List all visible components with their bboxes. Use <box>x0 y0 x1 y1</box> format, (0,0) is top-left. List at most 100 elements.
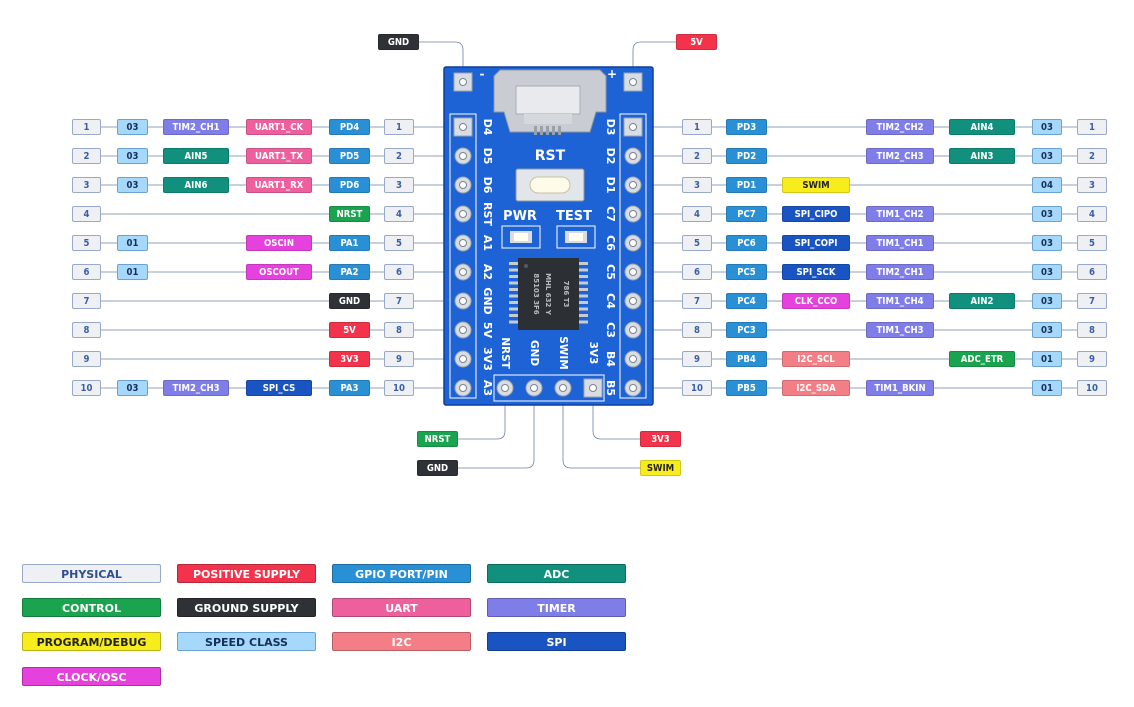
bottom-label-nrst: NRST <box>417 431 458 447</box>
legend-item-clock: CLOCK/OSC <box>22 667 161 686</box>
right-physical-number: 3 <box>1077 177 1107 193</box>
left-port-label: PA3 <box>329 380 370 396</box>
left-timer-label: TIM2_CH1 <box>163 119 229 135</box>
left-port-label: GND <box>329 293 370 309</box>
left-port-label: NRST <box>329 206 370 222</box>
bottom-pin-silk: 3V3 <box>587 342 599 365</box>
right-physical-number: 5 <box>1077 235 1107 251</box>
legend-item-spi: SPI <box>487 632 626 651</box>
left-physical-number: 6 <box>72 264 101 280</box>
left-header-pin-1-hole <box>459 123 467 131</box>
right-header-pin-9-hole <box>629 355 637 363</box>
right-timer-label: TIM1_CH1 <box>866 235 934 251</box>
right-function-label: I2C_SCL <box>782 351 850 367</box>
right-physical-number: 7 <box>1077 293 1107 309</box>
right-header-pin-5-hole <box>629 239 637 247</box>
left-pin-silk: D6 <box>481 177 494 194</box>
left-header-pin-3-hole <box>459 181 467 189</box>
left-pin-silk: A3 <box>481 380 494 396</box>
right-function-label: SWIM <box>782 177 850 193</box>
left-header-pin-7-hole <box>459 297 467 305</box>
right-port-label: PC6 <box>726 235 767 251</box>
left-port-label: PA1 <box>329 235 370 251</box>
usb-port-opening <box>515 85 581 115</box>
legend-item-adc: ADC <box>487 564 626 583</box>
left-pin-silk: D5 <box>481 148 494 165</box>
chip-marking: 786 T3 <box>562 281 570 308</box>
right-timer-label: TIM2_CH2 <box>866 119 934 135</box>
chip-dot <box>524 264 528 268</box>
left-physical-number: 7 <box>72 293 101 309</box>
right-port-label: PD1 <box>726 177 767 193</box>
left-timer-label: TIM2_CH3 <box>163 380 229 396</box>
left-physical-number: 4 <box>72 206 101 222</box>
right-pin-silk: C3 <box>604 322 617 338</box>
left-function-label: SPI_CS <box>246 380 312 396</box>
left-header-pin-5-hole <box>459 239 467 247</box>
left-timer-label: AIN6 <box>163 177 229 193</box>
chip-leg <box>509 301 519 304</box>
left-pin-silk: A1 <box>481 235 494 251</box>
left-function-label: UART1_TX <box>246 148 312 164</box>
left-pin-number: 3 <box>384 177 414 193</box>
right-speed-class: 03 <box>1032 322 1062 338</box>
right-header-pin-10-hole <box>629 384 637 392</box>
right-port-label: PD3 <box>726 119 767 135</box>
chip-leg <box>509 262 519 265</box>
right-speed-class: 03 <box>1032 119 1062 135</box>
right-pin-silk: C4 <box>604 293 617 309</box>
left-pin-number: 2 <box>384 148 414 164</box>
left-physical-number: 9 <box>72 351 101 367</box>
usb-pin <box>558 126 561 135</box>
right-pin-number: 8 <box>682 322 712 338</box>
bottom-pin-3-hole <box>559 384 567 392</box>
right-timer-label: TIM2_CH1 <box>866 264 934 280</box>
chip-leg <box>509 281 519 285</box>
left-physical-number: 3 <box>72 177 101 193</box>
right-adc-label: AIN2 <box>949 293 1015 309</box>
right-pin-silk: C6 <box>604 235 617 251</box>
chip-leg <box>578 268 588 272</box>
right-port-label: PB4 <box>726 351 767 367</box>
right-physical-number: 9 <box>1077 351 1107 367</box>
right-physical-number: 6 <box>1077 264 1107 280</box>
right-function-label: SPI_SCK <box>782 264 850 280</box>
chip-leg <box>578 320 588 324</box>
left-pin-number: 7 <box>384 293 414 309</box>
left-port-label: PD5 <box>329 148 370 164</box>
reset-button-cap <box>529 176 571 194</box>
right-header-pin-1-hole <box>629 123 637 131</box>
right-header-pin-6-hole <box>629 268 637 276</box>
left-pin-number: 10 <box>384 380 414 396</box>
usb-pin <box>540 126 543 135</box>
bottom-label-gnd: GND <box>417 460 458 476</box>
left-pin-silk: GND <box>481 287 494 314</box>
left-header-pin-10-hole <box>459 384 467 392</box>
right-speed-class: 03 <box>1032 293 1062 309</box>
bottom-3v3-wire <box>592 388 642 440</box>
usb-lip <box>524 114 572 124</box>
bottom-pin-silk: GND <box>528 340 540 366</box>
left-pin-number: 4 <box>384 206 414 222</box>
left-port-label: 3V3 <box>329 351 370 367</box>
chip-leg <box>578 301 588 304</box>
right-pin-silk: B4 <box>604 351 617 367</box>
left-speed-class: 03 <box>117 148 148 164</box>
chip-leg <box>509 314 519 317</box>
left-speed-class: 01 <box>117 264 148 280</box>
left-physical-number: 1 <box>72 119 101 135</box>
legend-item-physical: PHYSICAL <box>22 564 161 583</box>
chip-marking: 85103 3F6 <box>532 273 540 314</box>
right-header-pin-2-hole <box>629 152 637 160</box>
rst-silk: RST <box>535 148 566 164</box>
legend-item-gpio: GPIO PORT/PIN <box>332 564 471 583</box>
legend-item-i2c: I2C <box>332 632 471 651</box>
right-port-label: PD2 <box>726 148 767 164</box>
right-adc-label: AIN4 <box>949 119 1015 135</box>
right-physical-number: 8 <box>1077 322 1107 338</box>
left-pin-silk: A2 <box>481 264 494 280</box>
right-timer-label: TIM1_CH4 <box>866 293 934 309</box>
right-pin-silk: D2 <box>604 148 617 165</box>
right-port-label: PC7 <box>726 206 767 222</box>
